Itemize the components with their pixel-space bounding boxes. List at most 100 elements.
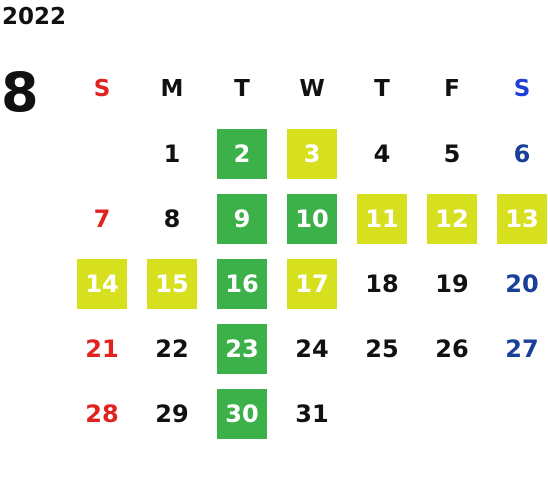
day-number: 1 bbox=[163, 139, 181, 168]
day-number: 6 bbox=[513, 139, 531, 168]
day-cell[interactable]: 4 bbox=[347, 121, 417, 186]
day-cell[interactable]: 15 bbox=[137, 251, 207, 316]
day-highlight-green: 10 bbox=[287, 193, 337, 244]
weekday-header: T bbox=[234, 75, 250, 102]
day-cell[interactable]: 13 bbox=[487, 186, 548, 251]
day-cell[interactable]: 18 bbox=[347, 251, 417, 316]
day-number: 5 bbox=[443, 139, 461, 168]
day-highlight-green: 9 bbox=[217, 193, 267, 244]
day-number: 2 bbox=[233, 139, 251, 168]
day-number-box: 19 bbox=[427, 259, 477, 309]
day-cell[interactable]: 1 bbox=[137, 121, 207, 186]
day-number-box: 26 bbox=[427, 324, 477, 374]
day-number: 31 bbox=[295, 399, 329, 428]
day-number: 11 bbox=[365, 204, 399, 233]
day-highlight-yellow: 3 bbox=[287, 128, 337, 179]
day-cell[interactable]: 25 bbox=[347, 316, 417, 381]
day-number: 9 bbox=[233, 204, 251, 233]
day-number: 13 bbox=[505, 204, 539, 233]
day-cell[interactable]: 10 bbox=[277, 186, 347, 251]
day-cell[interactable]: 24 bbox=[277, 316, 347, 381]
weekday-header: T bbox=[374, 75, 390, 102]
day-cell[interactable]: 19 bbox=[417, 251, 487, 316]
day-number: 27 bbox=[505, 334, 539, 363]
day-number: 26 bbox=[435, 334, 469, 363]
day-highlight-yellow: 11 bbox=[357, 193, 407, 244]
day-number: 24 bbox=[295, 334, 329, 363]
day-cell[interactable]: 12 bbox=[417, 186, 487, 251]
day-cell[interactable]: 27 bbox=[487, 316, 548, 381]
day-number-box: 21 bbox=[77, 324, 127, 374]
day-number: 16 bbox=[225, 269, 259, 298]
day-cell[interactable]: 28 bbox=[67, 381, 137, 446]
day-number: 4 bbox=[373, 139, 391, 168]
weekday-header: M bbox=[160, 75, 184, 102]
day-number: 15 bbox=[155, 269, 189, 298]
day-cell[interactable]: 6 bbox=[487, 121, 548, 186]
day-number: 3 bbox=[303, 139, 321, 168]
day-highlight-yellow: 12 bbox=[427, 193, 477, 244]
day-cell[interactable]: 22 bbox=[137, 316, 207, 381]
weekday-header: F bbox=[444, 75, 460, 102]
day-number: 30 bbox=[225, 399, 259, 428]
day-number: 17 bbox=[295, 269, 329, 298]
day-cell[interactable]: 2 bbox=[207, 121, 277, 186]
day-cell[interactable]: 30 bbox=[207, 381, 277, 446]
day-number: 12 bbox=[435, 204, 469, 233]
weekday-header: S bbox=[93, 75, 111, 102]
day-number: 8 bbox=[163, 204, 181, 233]
day-number: 29 bbox=[155, 399, 189, 428]
day-number-box: 4 bbox=[357, 129, 407, 179]
day-number: 20 bbox=[505, 269, 539, 298]
day-number: 19 bbox=[435, 269, 469, 298]
day-number: 21 bbox=[85, 334, 119, 363]
day-cell[interactable]: 31 bbox=[277, 381, 347, 446]
day-highlight-green: 23 bbox=[217, 323, 267, 374]
day-cell[interactable]: 5 bbox=[417, 121, 487, 186]
day-cell[interactable]: 9 bbox=[207, 186, 277, 251]
day-number-box: 28 bbox=[77, 389, 127, 439]
empty-day-cell bbox=[67, 121, 137, 186]
day-cell[interactable]: 3 bbox=[277, 121, 347, 186]
day-number: 25 bbox=[365, 334, 399, 363]
day-number: 14 bbox=[85, 269, 119, 298]
day-number-box: 7 bbox=[77, 194, 127, 244]
day-highlight-yellow: 15 bbox=[147, 258, 197, 309]
day-number-box: 29 bbox=[147, 389, 197, 439]
day-cell[interactable]: 23 bbox=[207, 316, 277, 381]
day-cell[interactable]: 8 bbox=[137, 186, 207, 251]
day-cell[interactable]: 21 bbox=[67, 316, 137, 381]
day-cell[interactable]: 14 bbox=[67, 251, 137, 316]
day-cell[interactable]: 11 bbox=[347, 186, 417, 251]
weekday-header: W bbox=[299, 75, 325, 102]
day-number-box: 5 bbox=[427, 129, 477, 179]
day-number-box: 31 bbox=[287, 389, 337, 439]
day-number-box: 25 bbox=[357, 324, 407, 374]
day-number-box: 22 bbox=[147, 324, 197, 374]
day-cell[interactable]: 29 bbox=[137, 381, 207, 446]
day-cell[interactable]: 20 bbox=[487, 251, 548, 316]
day-number: 18 bbox=[365, 269, 399, 298]
day-number: 23 bbox=[225, 334, 259, 363]
day-cell[interactable]: 17 bbox=[277, 251, 347, 316]
day-number: 10 bbox=[295, 204, 329, 233]
day-cell[interactable]: 26 bbox=[417, 316, 487, 381]
day-highlight-yellow: 13 bbox=[497, 193, 547, 244]
day-number-box: 1 bbox=[147, 129, 197, 179]
day-number-box: 27 bbox=[497, 324, 547, 374]
year-label: 2022 bbox=[2, 4, 67, 30]
day-number-box: 24 bbox=[287, 324, 337, 374]
day-number: 7 bbox=[93, 204, 111, 233]
day-cell[interactable]: 7 bbox=[67, 186, 137, 251]
day-number: 28 bbox=[85, 399, 119, 428]
day-number-box: 8 bbox=[147, 194, 197, 244]
weekday-header: S bbox=[513, 75, 531, 102]
day-highlight-green: 16 bbox=[217, 258, 267, 309]
day-number: 22 bbox=[155, 334, 189, 363]
day-number-box: 20 bbox=[497, 259, 547, 309]
day-highlight-yellow: 17 bbox=[287, 258, 337, 309]
day-cell[interactable]: 16 bbox=[207, 251, 277, 316]
day-highlight-green: 2 bbox=[217, 128, 267, 179]
month-label: 8 bbox=[1, 61, 39, 124]
